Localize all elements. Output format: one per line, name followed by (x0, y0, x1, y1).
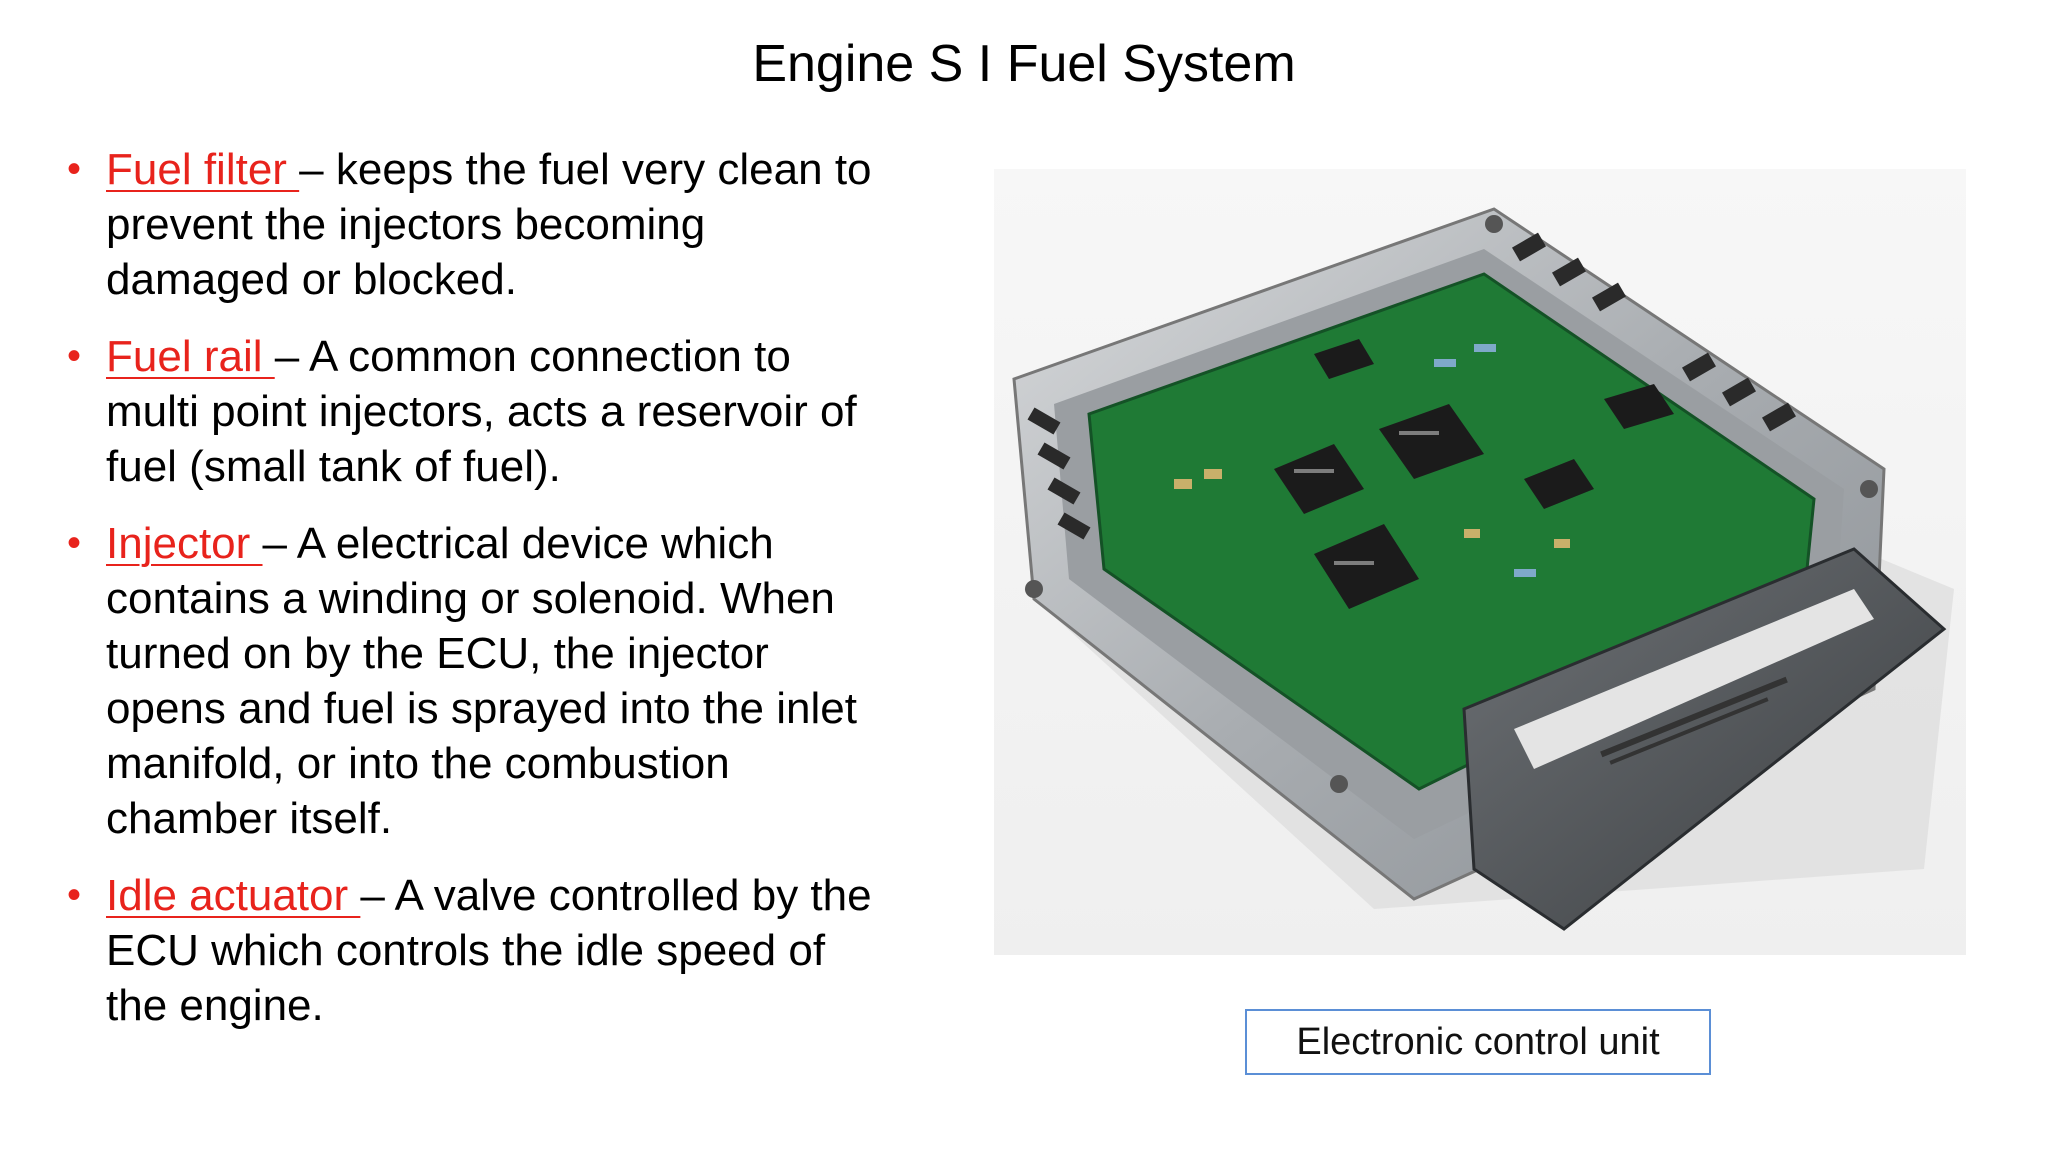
bullet-dot-icon: • (67, 334, 82, 378)
ecu-illustration (994, 169, 1966, 955)
bullet-fuel-filter: • Fuel filter – keeps the fuel very clea… (64, 142, 894, 307)
bullet-dot-icon: • (67, 873, 82, 917)
bullet-dot-icon: • (67, 521, 82, 565)
bullet-text: – keeps the fuel very clean to prevent t… (106, 145, 872, 304)
bullet-text: – A valve controlled by the ECU which co… (106, 871, 872, 1030)
bullet-text: – A electrical device which contains a w… (106, 519, 857, 843)
bullet-list: • Fuel filter – keeps the fuel very clea… (64, 142, 894, 1055)
bullet-term: Fuel filter (106, 145, 300, 194)
ecu-photo (994, 169, 1966, 955)
bullet-idle-actuator: • Idle actuator – A valve controlled by … (64, 868, 894, 1033)
bullet-injector: • Injector – A electrical device which c… (64, 516, 894, 846)
bullet-term: Idle actuator (106, 871, 361, 920)
caption-box: Electronic control unit (1245, 1009, 1711, 1075)
slide-title: Engine S I Fuel System (752, 35, 1296, 93)
bullet-text: – A common connection to multi point inj… (106, 332, 857, 491)
bullet-fuel-rail: • Fuel rail – A common connection to mul… (64, 329, 894, 494)
bullet-term: Fuel rail (106, 332, 275, 381)
bullet-term: Injector (106, 519, 263, 568)
bullet-dot-icon: • (67, 147, 82, 191)
